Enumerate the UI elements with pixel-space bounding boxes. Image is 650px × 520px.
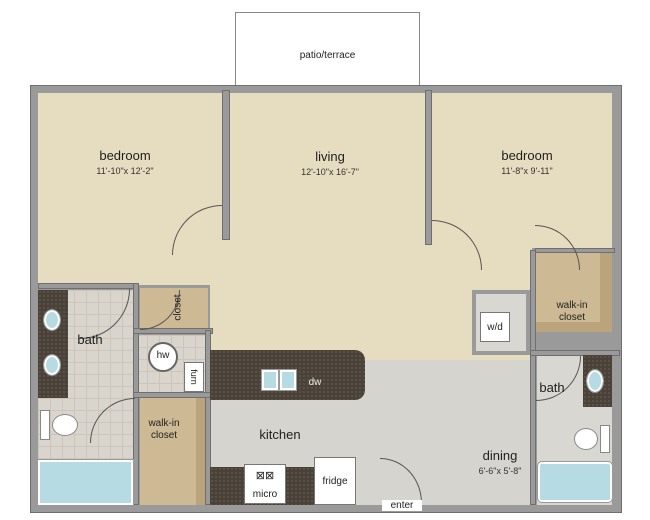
sink-icon <box>586 369 604 393</box>
dw-label: dw <box>308 377 322 388</box>
living-label: living <box>315 149 345 164</box>
water-heater-icon <box>148 342 178 372</box>
toilet-tank-icon <box>40 410 50 440</box>
wall <box>530 350 620 356</box>
burner-icon: ⊠⊠ <box>255 469 275 482</box>
wall <box>205 330 211 505</box>
kitchen-sink-icon <box>261 369 279 391</box>
bath-left-label: bath <box>77 332 103 347</box>
bedroom-left-label: bedroom <box>99 148 151 163</box>
closet-area <box>140 288 208 330</box>
patio <box>235 12 420 88</box>
vanity-left <box>38 290 68 398</box>
dining-dims: 6'-6"x 5'-8" <box>478 466 522 476</box>
toilet-icon <box>574 428 598 450</box>
wall <box>133 328 213 334</box>
enter-label: enter <box>382 500 422 511</box>
bedroom-right <box>432 93 612 248</box>
kitchen-sink-icon <box>279 369 297 391</box>
walkin-left-area <box>140 397 208 505</box>
wd-label: w/d <box>487 321 503 333</box>
kitchen-label: kitchen <box>259 427 301 442</box>
furn-label: furn <box>188 369 199 385</box>
walkin-right-label: walk-in closet <box>556 300 588 323</box>
living-dims: 12'-10"x 16'-7" <box>301 167 359 177</box>
wall <box>530 250 536 505</box>
wall <box>425 90 432 245</box>
walkin-left-label: walk-in closet <box>148 418 180 441</box>
bath-right-label: bath <box>539 380 565 395</box>
bathtub-right <box>537 461 613 503</box>
closet-label: closet <box>172 294 184 321</box>
bedroom-right-label: bedroom <box>501 148 553 163</box>
bedroom-left-dims: 11'-10"x 12'-2" <box>96 166 154 176</box>
bedroom-right-dims: 11'-8"x 9'-11" <box>501 166 553 176</box>
hw-label: hw <box>156 350 170 361</box>
furnace: furn <box>184 362 204 392</box>
bedroom-left <box>38 93 222 285</box>
stove-microwave: ⊠⊠ micro <box>244 464 286 504</box>
washer-dryer: w/d <box>480 312 510 342</box>
toilet-tank-icon <box>600 425 610 453</box>
fridge-label: fridge <box>322 475 348 487</box>
sink-icon <box>43 309 61 331</box>
dining-label: dining <box>482 448 518 463</box>
bathtub-left <box>37 459 134 506</box>
sink-icon <box>43 354 61 376</box>
fridge: fridge <box>314 457 356 505</box>
toilet-icon <box>52 414 78 436</box>
wall <box>222 90 230 240</box>
patio-label: patio/terrace <box>299 50 356 61</box>
wall <box>133 392 211 398</box>
micro-label: micro <box>252 488 278 500</box>
